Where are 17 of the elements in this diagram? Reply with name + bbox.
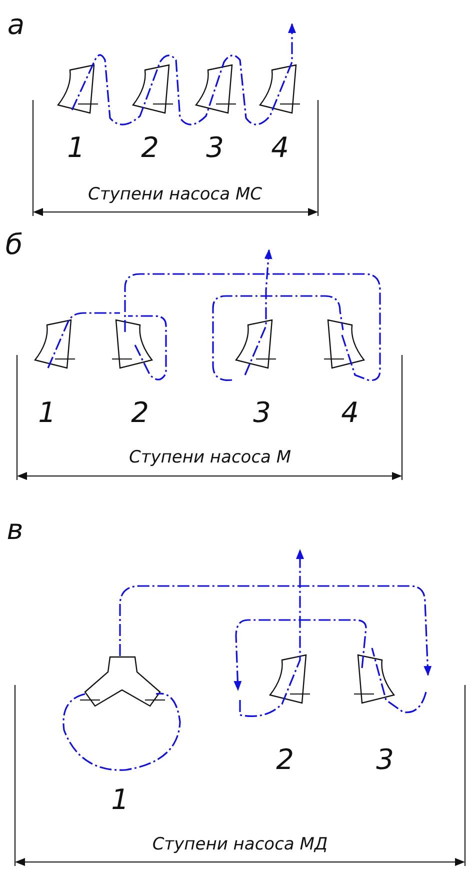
stage-number: 1 xyxy=(111,786,129,814)
stage-number: 3 xyxy=(206,134,224,162)
dimension-label: Ступени насоса МС xyxy=(88,186,262,204)
panel-letter: а xyxy=(7,11,25,39)
stage-number: 1 xyxy=(67,134,85,162)
stage-number: 2 xyxy=(276,746,294,774)
stage-number: 4 xyxy=(271,134,289,162)
dimension-label: Ступени насоса МД xyxy=(152,836,328,854)
stage-number: 4 xyxy=(341,399,359,427)
stage-number: 3 xyxy=(376,746,394,774)
dimension-label: Ступени насоса М xyxy=(128,450,292,466)
stage-number: 2 xyxy=(141,134,159,162)
stage-number: 3 xyxy=(253,399,271,427)
panel-letter: в xyxy=(6,516,24,544)
stage-number: 1 xyxy=(38,399,56,427)
stage-number: 2 xyxy=(131,399,149,427)
panel-letter: б xyxy=(5,231,23,259)
